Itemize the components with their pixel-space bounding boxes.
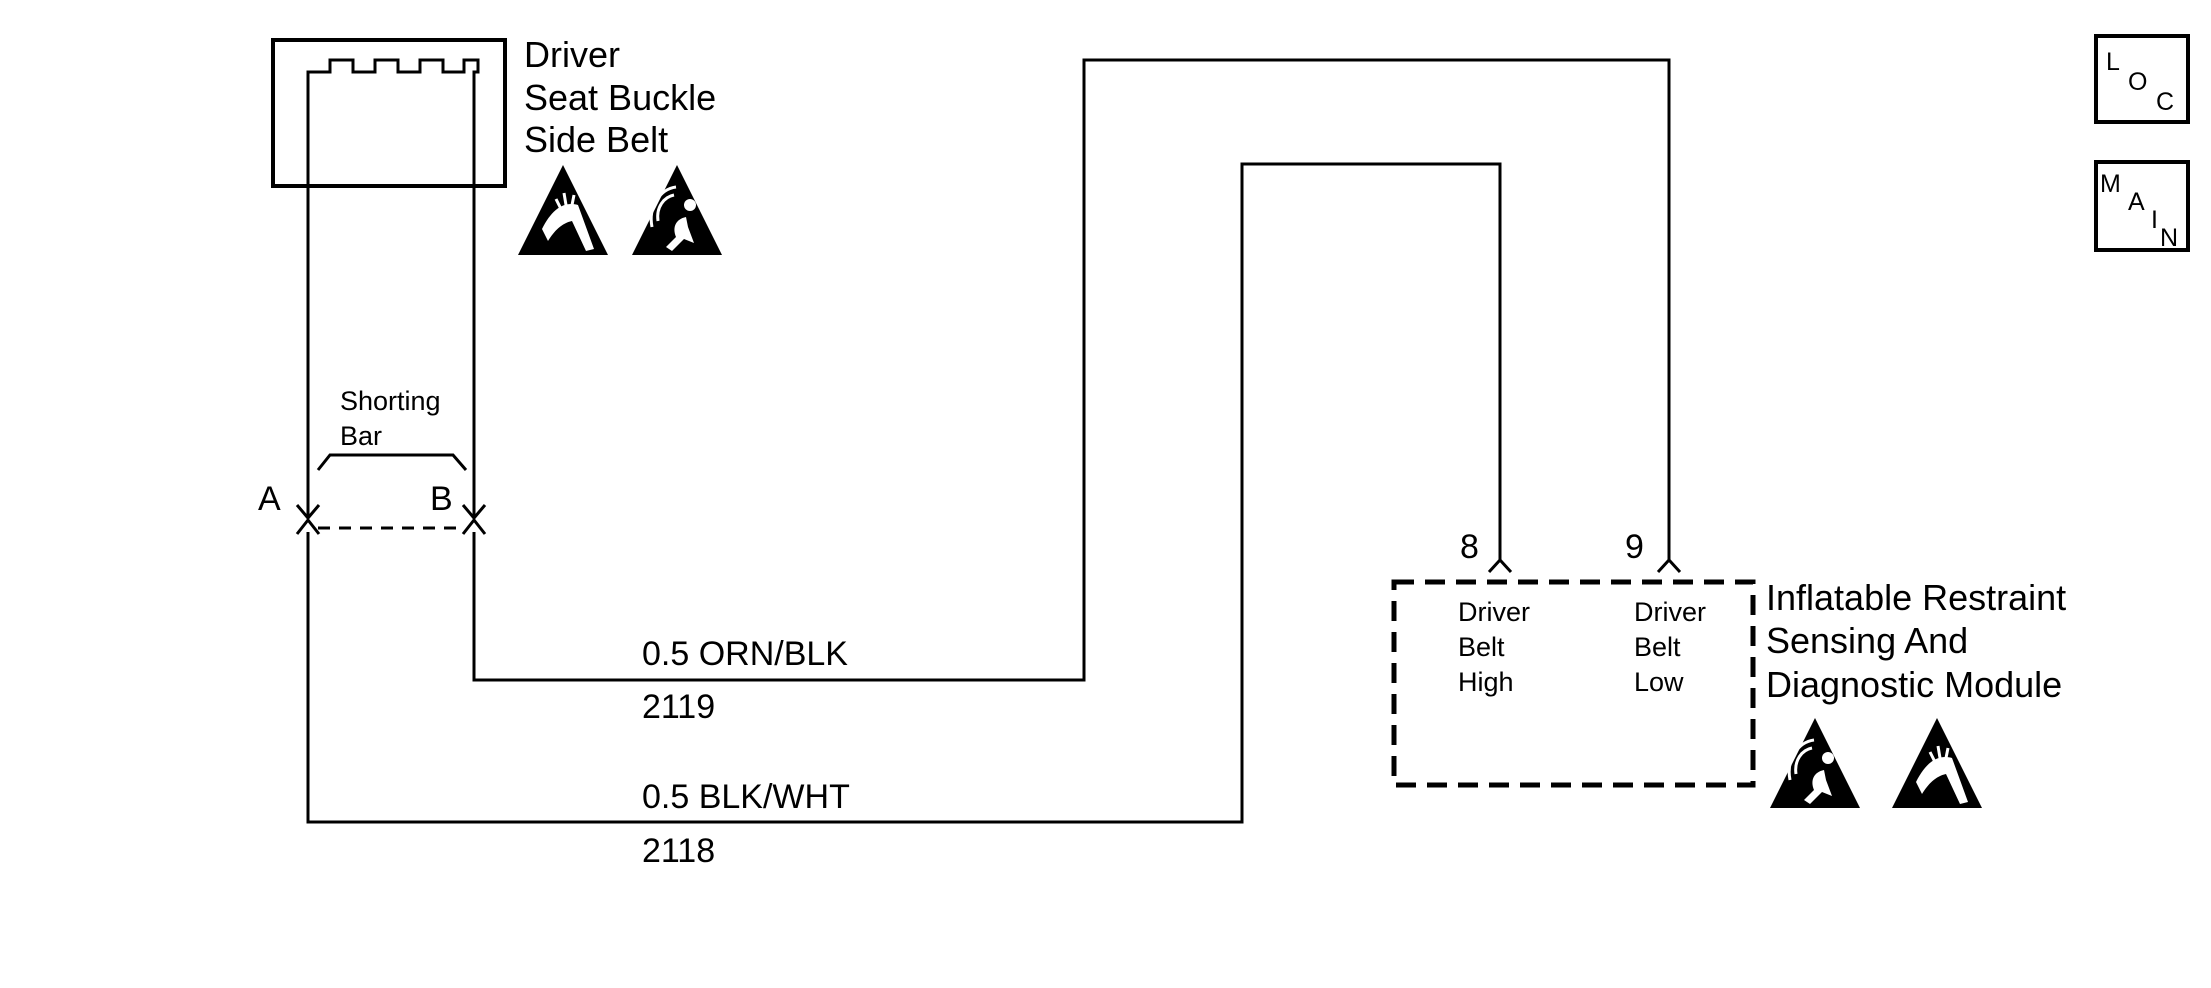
main-button[interactable]: M A I N [2094, 160, 2190, 252]
module-pin-8-label-line-2: Belt [1458, 632, 1505, 662]
loc-button[interactable]: L O C [2094, 34, 2190, 124]
shorting-bar-label-line-1: Shorting [340, 386, 441, 416]
connector-terminal-b [461, 504, 487, 535]
wire-spec-orn-blk: 0.5 ORN/BLK [642, 635, 848, 673]
main-letter-i: I [2151, 206, 2158, 234]
loc-letter-o: O [2128, 68, 2147, 96]
seat-buckle-component [271, 38, 507, 516]
loc-letter-c: C [2156, 88, 2174, 116]
seat-buckle-box [271, 38, 507, 188]
buckle-name-line-1: Driver [524, 34, 620, 75]
module-pin-9-terminal [1656, 557, 1682, 574]
module-pin-9-number: 9 [1625, 528, 1644, 566]
module-name-line-2: Sensing And [1766, 620, 1968, 661]
airbag-warning-icon [632, 165, 722, 255]
module-pin-9-label-line-3: Low [1634, 667, 1684, 697]
main-letter-a: A [2128, 188, 2145, 216]
wire-circuit-2118: 2118 [642, 832, 715, 870]
wire-spec-blk-wht: 0.5 BLK/WHT [642, 778, 850, 816]
shorting-bar-label-line-2: Bar [340, 421, 382, 451]
module-pin-8-label-line-3: High [1458, 667, 1514, 697]
module-pin-8-terminal [1487, 557, 1513, 574]
module-name-line-3: Diagnostic Module [1766, 664, 2062, 705]
module-pin-8-label-line-1: Driver [1458, 597, 1530, 627]
module-pin-9-label-line-1: Driver [1634, 597, 1706, 627]
module-pin-8-number: 8 [1460, 528, 1479, 566]
connector-pin-b: B [430, 480, 453, 518]
esd-sensitive-icon [518, 165, 608, 255]
wire-blk-wht [306, 162, 1502, 824]
connector-pin-a: A [258, 480, 281, 518]
loc-letter-l: L [2106, 48, 2120, 76]
module-name-line-1: Inflatable Restraint [1766, 577, 2066, 618]
shorting-bar-bracket [316, 453, 468, 471]
buckle-name-line-3: Side Belt [524, 119, 668, 160]
main-letter-n: N [2160, 224, 2178, 252]
wire-circuit-2119: 2119 [642, 688, 715, 726]
module-pin-9-label-line-2: Belt [1634, 632, 1681, 662]
connector-terminal-a [295, 504, 321, 535]
esd-sensitive-icon [1892, 718, 1982, 808]
buckle-name-line-2: Seat Buckle [524, 77, 716, 118]
wire-orn-blk [472, 58, 1671, 682]
airbag-warning-icon [1770, 718, 1860, 808]
main-letter-m: M [2100, 170, 2121, 198]
buckle-switch-symbol [306, 58, 480, 516]
